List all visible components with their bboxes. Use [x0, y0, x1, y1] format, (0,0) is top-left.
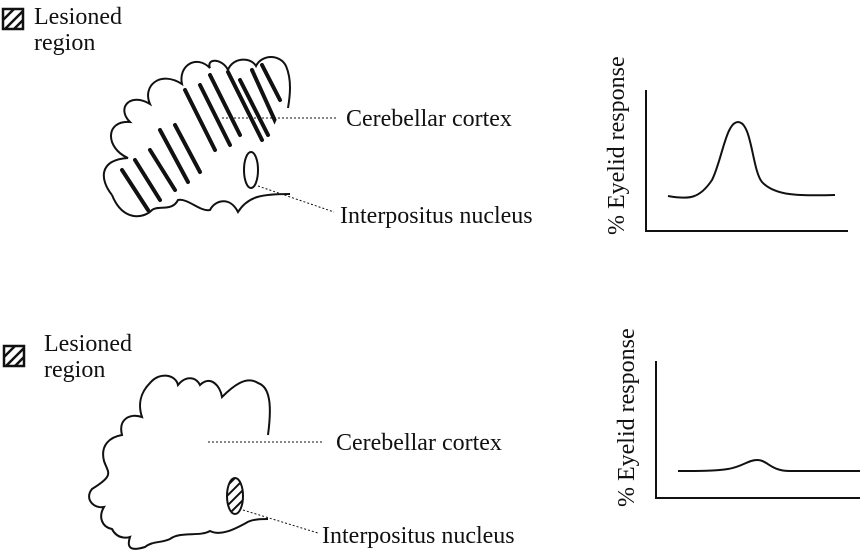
interpositus-nucleus-lesioned — [226, 477, 244, 515]
hatched-square-icon — [2, 344, 26, 368]
panel-top: Lesioned region Cerebellar cortex Interp… — [0, 0, 863, 275]
cerebellum-outline — [88, 374, 271, 550]
hatched-square-icon — [1, 7, 25, 31]
cerebellum-lower-edge — [111, 193, 291, 218]
cerebellum-outline — [102, 56, 291, 196]
legend-line-1: Lesioned — [44, 331, 132, 357]
panel-top-drawing — [1, 7, 848, 232]
response-graph-bottom — [655, 361, 860, 499]
cortex-label: Cerebellar cortex — [336, 430, 502, 456]
legend-line-1: Lesioned — [34, 4, 122, 30]
cortex-lesion-stripes — [120, 63, 290, 212]
response-graph-top — [645, 90, 848, 232]
y-axis-label: % Eyelid response — [604, 56, 630, 235]
nucleus-label: Interpositus nucleus — [322, 523, 515, 549]
legend-line-2: region — [44, 357, 106, 383]
nucleus-leader-line — [242, 509, 319, 534]
panel-bottom: Lesioned region Cerebellar cortex Interp… — [0, 275, 863, 551]
panel-bottom-drawing — [2, 344, 860, 550]
interpositus-nucleus — [243, 151, 259, 189]
legend-line-2: region — [34, 30, 96, 56]
nucleus-label: Interpositus nucleus — [340, 203, 533, 229]
y-axis-label: % Eyelid response — [614, 328, 640, 507]
response-curve — [667, 120, 836, 199]
cortex-label: Cerebellar cortex — [346, 106, 512, 132]
response-curve — [677, 458, 860, 472]
nucleus-leader-line — [257, 185, 335, 213]
legend-label: Lesioned region — [34, 4, 122, 56]
legend-label: Lesioned region — [44, 331, 132, 383]
